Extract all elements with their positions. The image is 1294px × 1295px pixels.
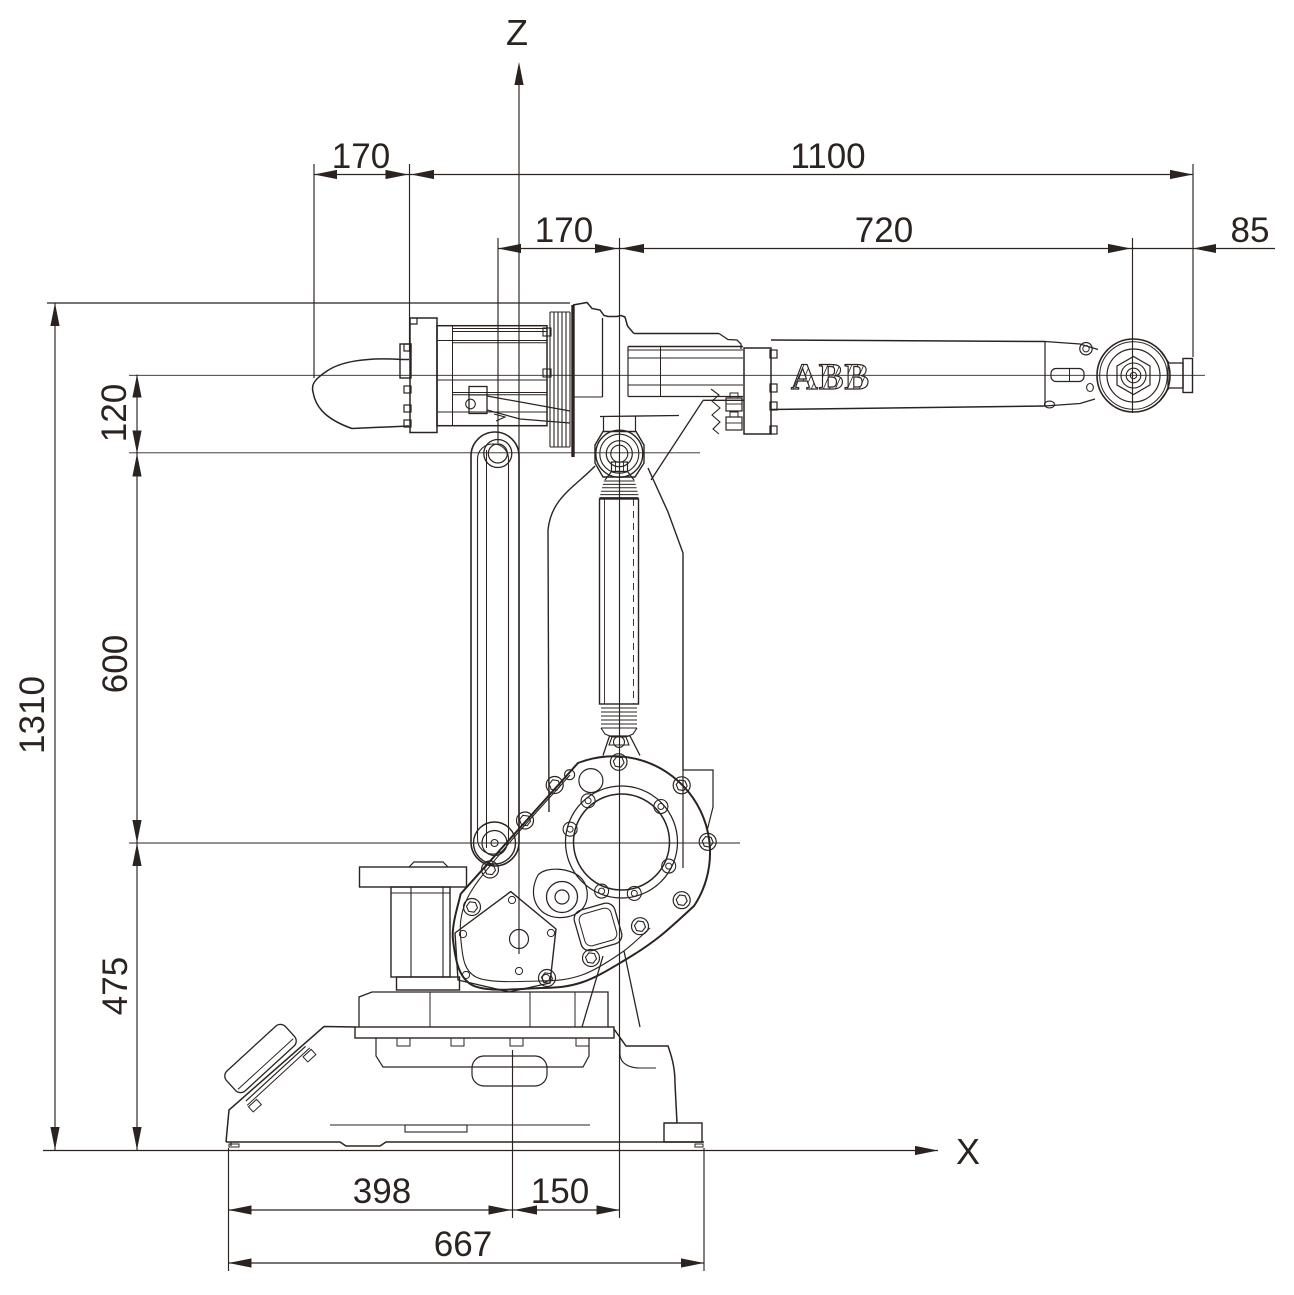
svg-text:1310: 1310 — [13, 676, 52, 754]
svg-text:85: 85 — [1231, 211, 1270, 250]
svg-text:ABB: ABB — [791, 357, 870, 398]
svg-text:600: 600 — [96, 635, 135, 693]
svg-text:1100: 1100 — [790, 137, 865, 176]
svg-text:667: 667 — [434, 1225, 492, 1264]
svg-text:120: 120 — [95, 384, 134, 442]
svg-text:475: 475 — [96, 957, 135, 1015]
svg-text:170: 170 — [535, 211, 593, 250]
svg-text:398: 398 — [353, 1172, 411, 1211]
svg-text:X: X — [956, 1131, 980, 1172]
svg-text:170: 170 — [332, 137, 390, 176]
svg-text:720: 720 — [855, 211, 913, 250]
svg-text:Z: Z — [506, 12, 528, 53]
svg-text:150: 150 — [531, 1172, 589, 1211]
